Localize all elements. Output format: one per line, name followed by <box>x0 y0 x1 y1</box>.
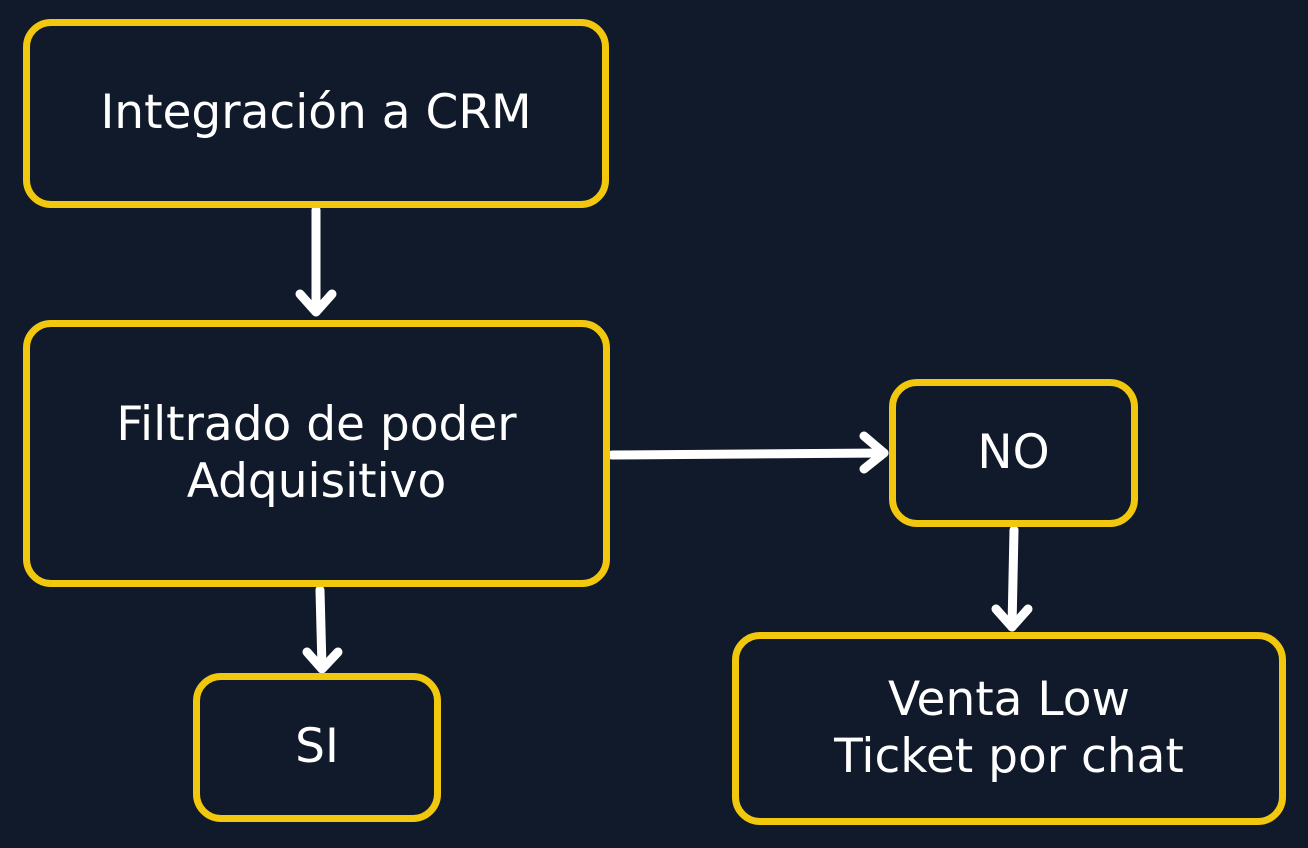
arrow-filter-to-no <box>607 431 889 474</box>
node-purchasing-power-filter-line-1: Filtrado de poder <box>116 397 517 453</box>
node-purchasing-power-filter: Filtrado de poder Adquisitivo <box>23 320 610 587</box>
node-purchasing-power-filter-line-2: Adquisitivo <box>186 453 447 509</box>
node-si-label: SI <box>295 719 339 775</box>
node-no: NO <box>889 379 1138 527</box>
node-crm-integration: Integración a CRM <box>23 19 609 208</box>
arrow-no-to-sale <box>991 525 1033 632</box>
node-low-ticket-sale: Venta Low Ticket por chat <box>732 632 1286 825</box>
node-crm-integration-label: Integración a CRM <box>100 85 532 141</box>
node-si: SI <box>193 673 441 822</box>
node-no-label: NO <box>977 424 1050 480</box>
arrow-filter-to-si <box>302 585 343 674</box>
node-low-ticket-sale-line-2: Ticket por chat <box>834 728 1184 784</box>
arrow-crm-to-filter <box>295 205 337 317</box>
node-low-ticket-sale-line-1: Venta Low <box>888 672 1130 728</box>
